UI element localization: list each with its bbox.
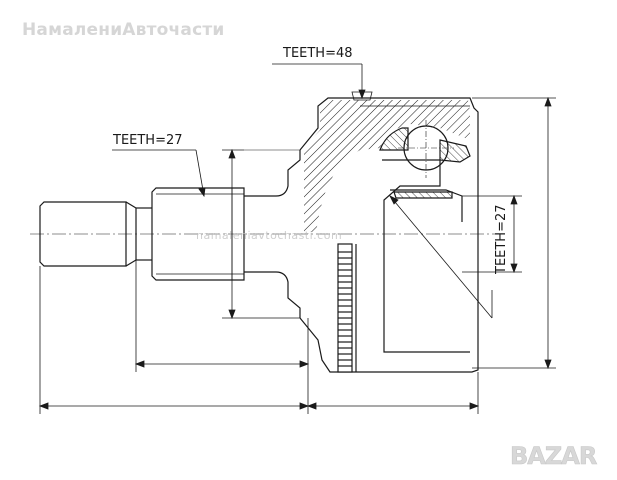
inner-teeth-label: TEETH=27 [494,204,509,274]
cage-hatch-left [379,127,409,151]
arrow-shaft-right [299,360,310,368]
neck-lower [244,271,301,318]
cage-hatch-right [439,139,471,163]
arrow-od-top [544,96,552,107]
arrow-bell-overall-l [299,402,310,410]
arrow-spline-bottom [228,309,236,320]
bazar-logo: BAZAR [510,442,598,471]
outer-teeth-label: TEETH=48 [283,46,353,61]
housing-section-hatch [304,100,470,232]
arrow-id-top [510,194,518,205]
arrow-shaft-teeth [198,187,206,198]
abs-tone-ring [337,243,353,373]
arrow-od-bottom [544,359,552,370]
spline-section [151,187,245,281]
arrow-outer-teeth [358,89,366,100]
inner-spline-hatch [393,191,453,199]
svg-text:BAZAR: BAZAR [510,442,597,470]
bell-housing [299,97,479,373]
cage-line [390,189,463,222]
shaft-teeth-label: TEETH=27 [113,133,183,148]
arrow-id-bottom [510,263,518,274]
outer-teeth-mark [351,91,373,101]
arrow-spline-top [228,148,236,159]
arrow-bell-overall-r [306,402,317,410]
arrow-right-overall [469,402,480,410]
leader-inner-teeth [389,195,493,319]
watermark-site-url: namalenіavtochasti.com [196,229,343,242]
shaft-step-bottom [125,259,137,267]
arrow-inner-teeth [389,195,399,205]
inner-race [382,159,470,353]
arrow-shaft-left [134,360,145,368]
shaft-step-top [125,201,137,209]
watermark-site-name: НамалениАвточасти [22,20,225,40]
arrow-left-overall [38,402,49,410]
neck-upper [244,150,301,197]
